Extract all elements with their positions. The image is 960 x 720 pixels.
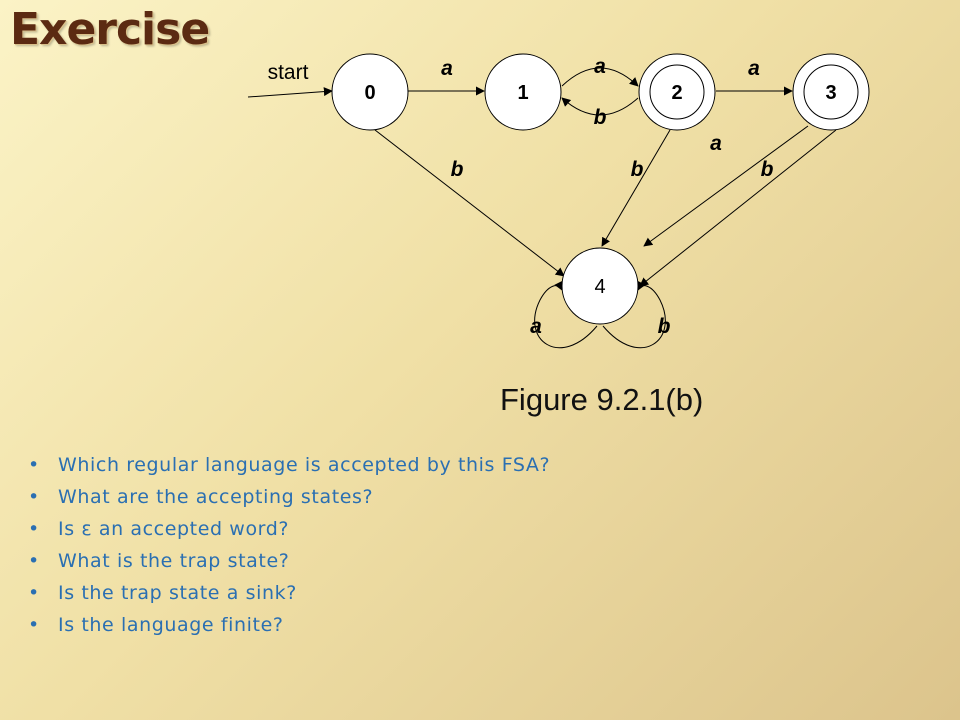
- question-list: • Which regular language is accepted by t…: [28, 455, 550, 647]
- edge-2-4: [601, 129, 671, 247]
- bullet-icon: •: [28, 518, 40, 540]
- question-text: Is ε an accepted word?: [58, 518, 290, 540]
- state-label-4: 4: [594, 276, 605, 298]
- label-1-2: a: [594, 55, 606, 78]
- start-arrow: [247, 87, 333, 98]
- label-3-4: b: [761, 158, 774, 181]
- label-2-3: a: [748, 57, 760, 80]
- loop-4-b: [602, 280, 666, 349]
- question-text: Is the language finite?: [58, 614, 284, 636]
- question-item: • What is the trap state?: [28, 551, 550, 572]
- label-4-4-b: b: [658, 315, 671, 338]
- question-item: • Is ε an accepted word?: [28, 519, 550, 540]
- question-text: What are the accepting states?: [58, 486, 374, 508]
- bullet-icon: •: [28, 550, 40, 572]
- loop-4-a: [534, 280, 598, 349]
- question-text: What is the trap state?: [58, 550, 290, 572]
- question-item: • Which regular language is accepted by t…: [28, 455, 550, 476]
- state-2-inner: [649, 64, 705, 120]
- bullet-icon: •: [28, 454, 40, 476]
- question-text: Is the trap state a sink?: [58, 582, 297, 604]
- question-item: • Is the language finite?: [28, 615, 550, 636]
- edge-2-1: [561, 97, 639, 116]
- state-3-inner: [803, 64, 859, 120]
- state-0: [331, 53, 409, 131]
- slide-title: Exercise: [10, 4, 210, 55]
- edge-1-2: [561, 67, 639, 87]
- question-item: • What are the accepting states?: [28, 487, 550, 508]
- bullet-icon: •: [28, 486, 40, 508]
- figure-caption: Figure 9.2.1(b): [500, 382, 704, 417]
- label-0-4: b: [451, 158, 464, 181]
- state-label-2: 2: [671, 82, 682, 104]
- question-item: • Is the trap state a sink?: [28, 583, 550, 604]
- bullet-icon: •: [28, 582, 40, 604]
- state-1: [484, 53, 562, 131]
- edge-3-2: [643, 125, 809, 247]
- label-3-2: a: [710, 132, 722, 155]
- edge-3-4: [639, 129, 837, 287]
- label-0-1: a: [441, 57, 453, 80]
- label-4-4-a: a: [530, 315, 542, 338]
- state-label-0: 0: [364, 82, 375, 104]
- start-label: start: [268, 61, 309, 84]
- state-label-3: 3: [825, 82, 836, 104]
- label-2-1: b: [594, 106, 607, 129]
- state-label-1: 1: [517, 82, 528, 104]
- question-text: Which regular language is accepted by th…: [58, 454, 551, 476]
- edge-0-4: [374, 129, 565, 277]
- label-2-4: b: [631, 158, 644, 181]
- state-4: [561, 247, 639, 325]
- bullet-icon: •: [28, 614, 40, 636]
